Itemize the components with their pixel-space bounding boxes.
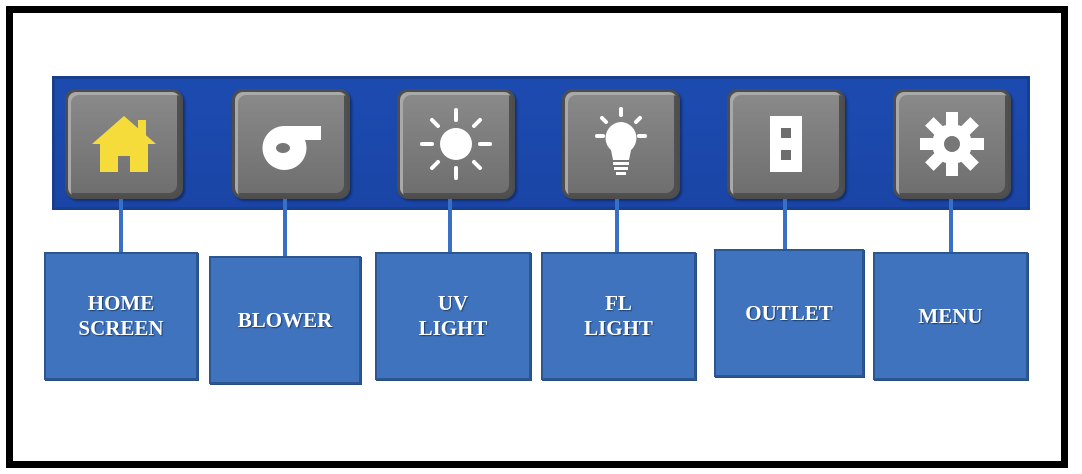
home-button[interactable]	[65, 89, 183, 199]
sun-icon	[420, 108, 492, 180]
label-home-screen: HOME SCREEN	[44, 252, 198, 380]
connector-outlet	[783, 199, 787, 251]
label-fl-light: FL LIGHT	[541, 252, 696, 380]
label-text: HOME SCREEN	[78, 291, 164, 340]
toolbar	[52, 76, 1030, 210]
label-uv-light: UV LIGHT	[375, 252, 531, 380]
connector-fl-light	[615, 199, 619, 254]
label-blower: BLOWER	[209, 256, 361, 384]
label-text: BLOWER	[237, 307, 333, 332]
menu-button[interactable]	[893, 89, 1011, 199]
fl-light-button[interactable]	[562, 89, 680, 199]
outlet-button[interactable]	[727, 89, 845, 199]
label-text: UV LIGHT	[418, 291, 488, 340]
lightbulb-icon	[595, 107, 647, 175]
connector-blower	[283, 199, 287, 257]
home-icon	[92, 116, 156, 172]
outlet-icon	[770, 116, 802, 172]
connector-uv-light	[448, 199, 452, 254]
blower-icon	[262, 126, 321, 170]
label-outlet: OUTLET	[714, 249, 864, 377]
label-text: OUTLET	[745, 300, 833, 325]
uv-light-button[interactable]	[397, 89, 515, 199]
blower-button[interactable]	[232, 89, 350, 199]
label-menu: MENU	[873, 252, 1028, 380]
label-text: MENU	[918, 303, 983, 328]
connector-home	[119, 199, 123, 254]
connector-menu	[949, 199, 953, 254]
gear-icon	[920, 112, 984, 176]
label-text: FL LIGHT	[584, 291, 653, 340]
